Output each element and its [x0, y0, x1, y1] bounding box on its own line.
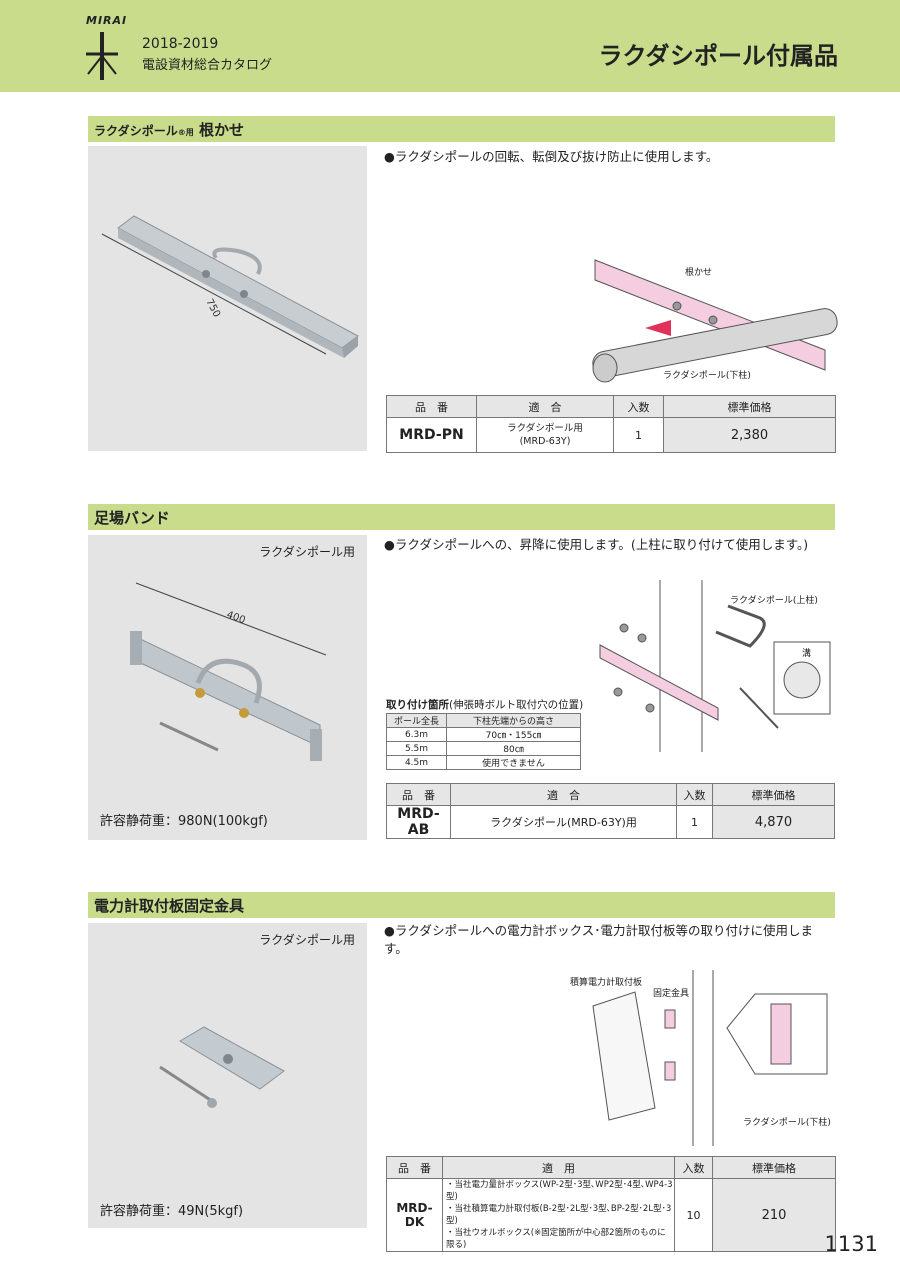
product-photo-ab: ラクダシポール用 400 許容静荷重：980N(100kgf): [88, 535, 367, 840]
diagram-label-lower-pole: ラクダシポール(下柱): [743, 1118, 831, 1128]
product-photo-pn: 750: [88, 146, 367, 451]
usage-label: ラクダシポール用: [259, 933, 355, 947]
mirai-logo-icon: [86, 32, 118, 80]
product-code: MRD-DK: [386, 1178, 443, 1252]
page-header: MIRAI 2018-2019 電設資材総合カタログ ラクダシポール付属品: [0, 0, 900, 92]
spec-table-dk: 品 番 適 用 入数 標準価格 MRD-DK ・当社電力量計ボックス(WP-2型…: [386, 1156, 836, 1252]
description-dk: ●ラクダシポールへの電力計ボックス･電力計取付板等の取り付けに使用します。: [384, 923, 814, 956]
section-title: 電力計取付板固定金具: [94, 897, 245, 915]
spec-table-pn: 品 番 適 合 入数 標準価格 MRD-PN ラクダシポール用(MRD-63Y)…: [386, 395, 836, 453]
page-title: ラクダシポール付属品: [598, 42, 838, 70]
diagram-label-groove: 溝: [802, 649, 812, 659]
price: 4,870: [712, 805, 835, 839]
section-title-bar: ラクダシポール®用 根かせ: [88, 116, 835, 142]
diagram-label-fixing-bracket: 固定金具: [653, 989, 690, 999]
usage-label: ラクダシポール用: [259, 545, 355, 559]
diagram-label-negase: 根かせ: [685, 268, 713, 278]
section-title: 足場バンド: [94, 509, 170, 527]
product-photo-dk: ラクダシポール用 許容静荷重：49N(5kgf): [88, 923, 367, 1228]
diagram-label-lower-pole: ラクダシポール(下柱): [663, 371, 751, 381]
mounting-position-table: 取り付け箇所(伸張時ボルト取付穴の位置) ポール全長 下柱先端からの高さ 6.3…: [386, 699, 584, 770]
logo-text: MIRAI: [86, 14, 128, 27]
catalog-name: 電設資材総合カタログ: [142, 58, 273, 73]
load-rating: 許容静荷重：980N(100kgf): [100, 814, 268, 829]
product-code: MRD-AB: [386, 805, 451, 839]
diagram-ab: ラクダシポール(上柱) 溝: [590, 580, 840, 755]
diagram-label-upper-pole: ラクダシポール(上柱): [730, 596, 818, 606]
diagram-dk: 積算電力計取付板 固定金具 ラクダシポール(下柱): [565, 970, 840, 1150]
section-title: ラクダシポール®用 根かせ: [94, 121, 245, 139]
section-title-bar: 電力計取付板固定金具: [88, 892, 835, 918]
catalog-year: 2018-2019: [142, 36, 219, 52]
dimension-label: 400: [225, 609, 247, 626]
product-code: MRD-PN: [386, 417, 477, 453]
description-pn: ●ラクダシポールの回転、転倒及び抜け防止に使用します。: [384, 149, 719, 164]
section-title-bar: 足場バンド: [88, 504, 835, 530]
price: 210: [712, 1178, 836, 1252]
load-rating: 許容静荷重：49N(5kgf): [100, 1204, 244, 1219]
dimension-label: 750: [203, 297, 222, 319]
diagram-label-meter-board: 積算電力計取付板: [570, 978, 643, 988]
price: 2,380: [663, 417, 836, 453]
spec-table-ab: 品 番 適 合 入数 標準価格 MRD-AB ラクダシポール(MRD-63Y)用…: [386, 783, 835, 839]
diagram-pn: 根かせ ラクダシポール(下柱): [585, 250, 840, 385]
description-ab: ●ラクダシポールへの、昇降に使用します。(上柱に取り付けて使用します。): [384, 537, 809, 552]
page-number: 1131: [824, 1232, 878, 1256]
